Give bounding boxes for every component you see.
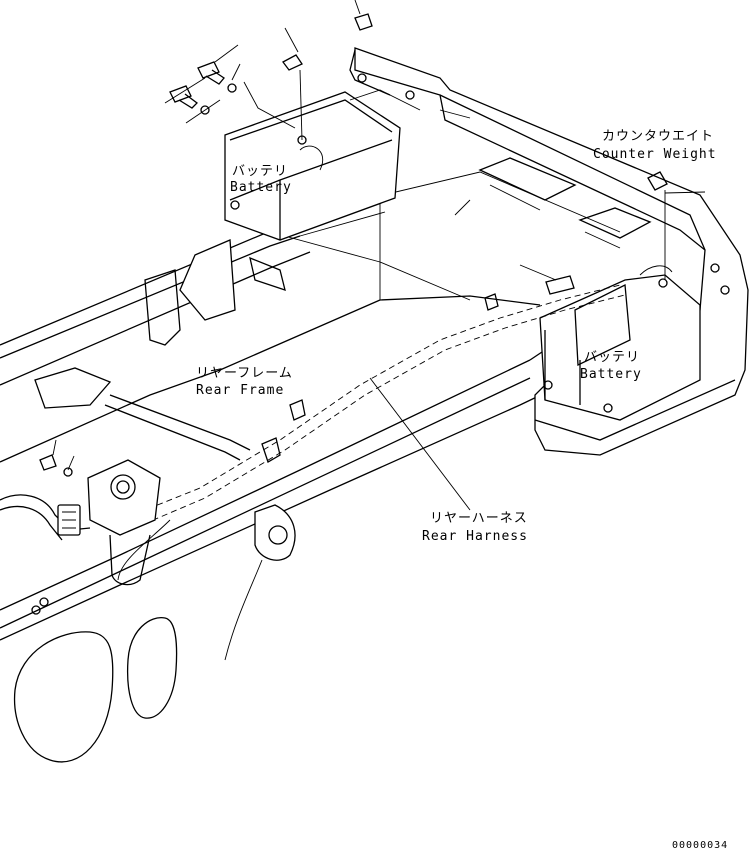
battery-right: [539, 265, 701, 421]
battery-right-en: Battery: [580, 367, 642, 382]
leader-lines: [52, 0, 706, 511]
battery-left-jp: バッテリ: [232, 164, 288, 179]
rear-harness-en: Rear Harness: [422, 529, 528, 544]
battery-left-en: Battery: [230, 180, 292, 195]
battery-right-jp: バッテリ: [584, 350, 640, 365]
rear-frame-jp: リヤーフレーム: [196, 366, 293, 381]
rear-frame-outline: [0, 171, 621, 763]
rear-harness-jp: リヤーハーネス: [430, 511, 528, 526]
drawing-number: 00000034: [672, 840, 728, 849]
bolts: [31, 13, 668, 615]
rear-frame-en: Rear Frame: [196, 383, 284, 398]
label-counter-weight: カウンタウエイト Counter Weight: [593, 129, 717, 162]
label-battery-right: バッテリ Battery: [580, 350, 642, 382]
rear-harness: [0, 284, 626, 541]
label-rear-frame: リヤーフレーム Rear Frame: [196, 366, 293, 398]
brackets: [34, 239, 296, 661]
label-battery-left: バッテリ Battery: [230, 164, 292, 195]
counter-weight-en: Counter Weight: [593, 147, 717, 162]
counter-weight-jp: カウンタウエイト: [602, 129, 714, 144]
label-rear-harness: リヤーハーネス Rear Harness: [422, 511, 528, 544]
battery-left: [224, 89, 421, 241]
